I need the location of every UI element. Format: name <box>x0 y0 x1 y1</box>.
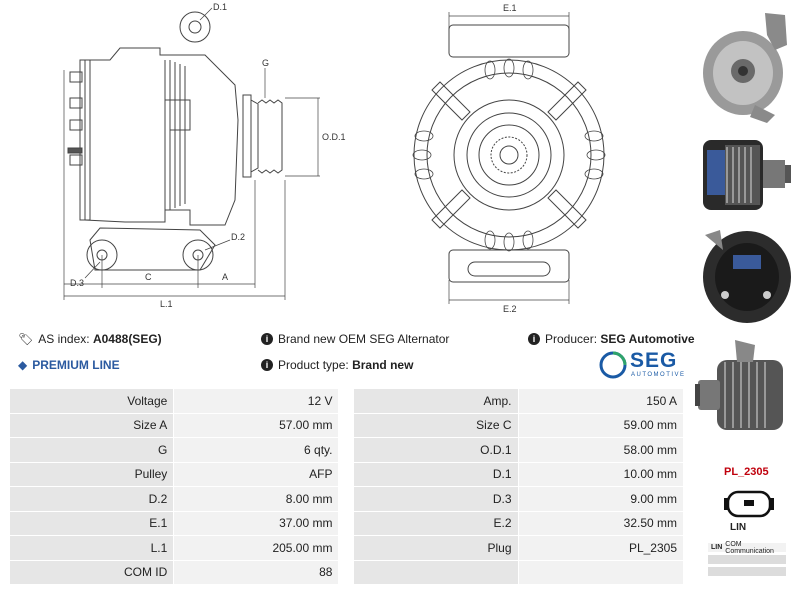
product-photo-front[interactable] <box>695 5 795 125</box>
tag-icon: 🏷︎ <box>18 332 34 346</box>
spec-key: COM ID <box>8 559 175 585</box>
seg-logo-sub: AUTOMOTIVE <box>631 372 686 378</box>
label-d2: D.2 <box>231 232 245 242</box>
as-index: 🏷︎ AS index: A0488(SEG) <box>18 332 162 346</box>
label-g: G <box>262 58 269 68</box>
product-photo-angle[interactable] <box>695 340 795 450</box>
producer: i Producer: SEG Automotive <box>528 332 695 346</box>
spec-key: Plug <box>353 535 519 561</box>
communication-legend: LIN COM Communication <box>708 540 786 579</box>
plug-pin-label: LIN <box>730 522 747 533</box>
description-text: Brand new OEM SEG Alternator <box>278 332 450 346</box>
comm-code: LIN <box>711 544 723 551</box>
spec-value: 8.00 mm <box>173 486 340 512</box>
spec-value: 150 A <box>517 388 684 414</box>
seg-logo-name: SEG <box>630 349 678 372</box>
spec-gap <box>338 559 355 585</box>
as-index-value: A0488(SEG) <box>92 332 162 346</box>
spec-key: D.1 <box>353 461 519 487</box>
spec-value: 32.50 mm <box>517 510 684 536</box>
spec-key: D.2 <box>8 486 175 512</box>
spec-value: 59.00 mm <box>517 412 684 438</box>
spec-key <box>353 559 519 585</box>
label-d1: D.1 <box>213 2 227 12</box>
as-index-label: AS index: <box>38 332 90 346</box>
spec-value: 9.00 mm <box>517 486 684 512</box>
spec-key: E.1 <box>8 510 175 536</box>
spec-gap <box>338 461 355 487</box>
producer-value: SEG Automotive <box>600 332 695 346</box>
product-photo-rear[interactable] <box>695 225 795 330</box>
spec-value: 88 <box>173 559 340 585</box>
label-e1: E.1 <box>503 3 517 13</box>
spec-value: 205.00 mm <box>173 535 340 561</box>
spec-key: Pulley <box>8 461 175 487</box>
premium-line-text: PREMIUM LINE <box>32 358 120 372</box>
description: i Brand new OEM SEG Alternator <box>261 332 449 346</box>
spec-value: PL_2305 <box>517 535 684 561</box>
technical-drawing: D.1 G O.D.1 D.2 D.3 C A L.1 <box>63 2 606 314</box>
spec-value: 57.00 mm <box>173 412 340 438</box>
spec-value: 37.00 mm <box>173 510 340 536</box>
spec-key: Size A <box>8 412 175 438</box>
spec-gap <box>338 510 355 536</box>
spec-key: Amp. <box>353 388 519 414</box>
comm-row: LIN COM Communication <box>708 540 786 555</box>
spec-gap <box>338 412 355 438</box>
seg-logo-mark <box>599 351 627 379</box>
spec-key: Size C <box>353 412 519 438</box>
product-type-value: Brand new <box>352 358 414 372</box>
info-icon: i <box>261 333 273 345</box>
spec-gap <box>338 388 355 414</box>
spec-key: L.1 <box>8 535 175 561</box>
spec-value: 10.00 mm <box>517 461 684 487</box>
plug-code: PL_2305 <box>724 466 769 478</box>
product-gallery <box>695 0 800 592</box>
spec-gap <box>338 486 355 512</box>
plug-connector-icon <box>724 490 774 518</box>
diamond-icon: ◆ <box>18 358 28 372</box>
spec-key: O.D.1 <box>353 437 519 463</box>
info-icon: i <box>528 333 540 345</box>
spec-key: G <box>8 437 175 463</box>
spec-gap <box>338 437 355 463</box>
label-e2: E.2 <box>503 304 517 314</box>
seg-logo: SEG AUTOMOTIVE <box>598 349 686 380</box>
spec-key: E.2 <box>353 510 519 536</box>
comm-row-empty <box>708 555 786 564</box>
spec-value: 12 V <box>173 388 340 414</box>
comm-text: COM Communication <box>725 540 774 555</box>
product-type: i Product type: Brand new <box>261 358 413 372</box>
label-a: A <box>222 272 228 282</box>
label-d3: D.3 <box>70 278 84 288</box>
spec-value <box>517 559 684 585</box>
label-c: C <box>145 272 152 282</box>
product-type-label: Product type: <box>278 358 349 372</box>
producer-label: Producer: <box>545 332 598 346</box>
spec-gap <box>338 535 355 561</box>
spec-value: AFP <box>173 461 340 487</box>
spec-key: Voltage <box>8 388 175 414</box>
info-icon: i <box>261 359 273 371</box>
product-photo-side[interactable] <box>695 125 795 220</box>
premium-line-badge: ◆ PREMIUM LINE <box>18 358 120 372</box>
comm-row-empty <box>708 567 786 576</box>
spec-value: 6 qty. <box>173 437 340 463</box>
label-l1: L.1 <box>160 299 173 309</box>
spec-key: D.3 <box>353 486 519 512</box>
spec-value: 58.00 mm <box>517 437 684 463</box>
label-od1: O.D.1 <box>322 132 346 142</box>
